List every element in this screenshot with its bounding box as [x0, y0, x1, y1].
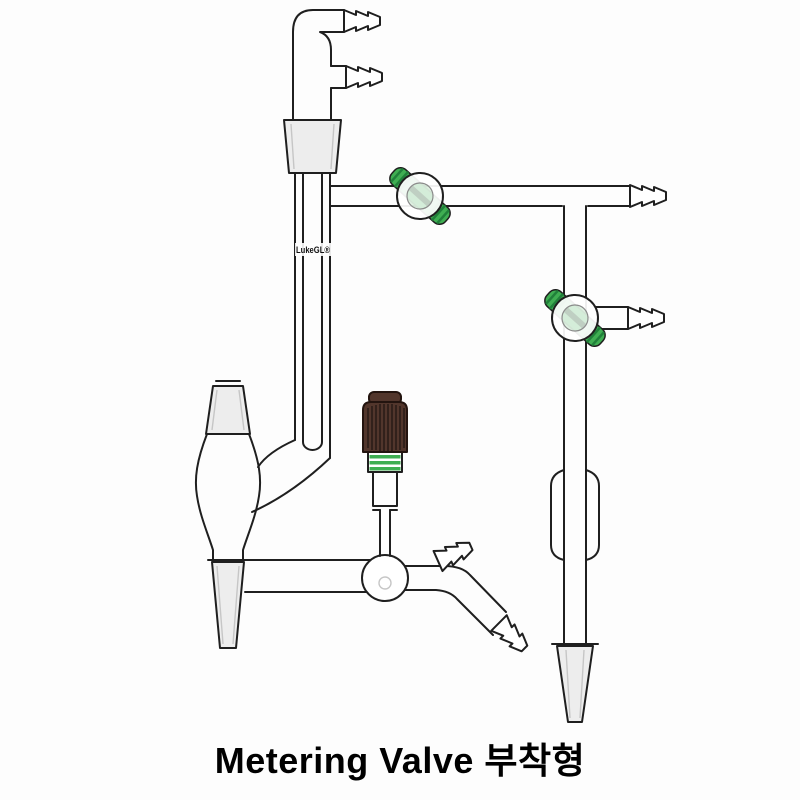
valve-left-arm [242, 559, 373, 593]
ground-joint-top-center [283, 119, 342, 174]
stopcock-right-branch [533, 277, 617, 359]
valve-seat [378, 576, 392, 590]
top-side-arm [319, 31, 345, 67]
stopcock-right-side-tube [595, 306, 629, 330]
brand-label: LukeGL® [296, 245, 330, 255]
right-tube-assembly [550, 205, 629, 723]
ground-joint-top-left [205, 385, 251, 435]
vessel-wall-left [194, 433, 214, 561]
receiver-vessel [194, 380, 331, 649]
hose-barb-manifold-right [629, 184, 667, 208]
hose-barb-branch-right [627, 306, 665, 330]
claisen-arm-upper [257, 439, 296, 468]
ground-joint-lower-left [207, 559, 249, 649]
right-vertical-tube [563, 205, 587, 645]
vacuum-jacket [550, 469, 600, 561]
hose-barb-top-2 [345, 65, 383, 89]
brand-label-bg [295, 243, 331, 256]
valve-thread-green [367, 451, 403, 473]
claisen-arm-lower [251, 457, 331, 513]
valve-stem-mid [372, 471, 398, 511]
condenser-outer-wall-left [292, 9, 345, 121]
caption: Metering Valve 부착형 [214, 740, 586, 781]
manifold-tube [329, 185, 631, 207]
condenser-body [294, 172, 331, 459]
valve-body-bulb [361, 554, 409, 602]
hose-barb-valve-upper [432, 535, 477, 573]
hose-barb-valve-lower [490, 614, 534, 658]
vessel-wall-right [242, 433, 262, 561]
condenser-inner-tube [302, 172, 323, 451]
ground-joint-lower-right [551, 643, 599, 723]
valve-stem-thin [379, 509, 391, 557]
condenser-assembly [283, 9, 383, 459]
second-side-arm [330, 65, 347, 89]
valve-knob [362, 391, 408, 453]
hose-barb-top-1 [343, 9, 381, 33]
metering-valve-assembly [242, 391, 534, 658]
valve-outlet-bottom [402, 589, 494, 636]
stopcock-manifold [378, 155, 462, 237]
